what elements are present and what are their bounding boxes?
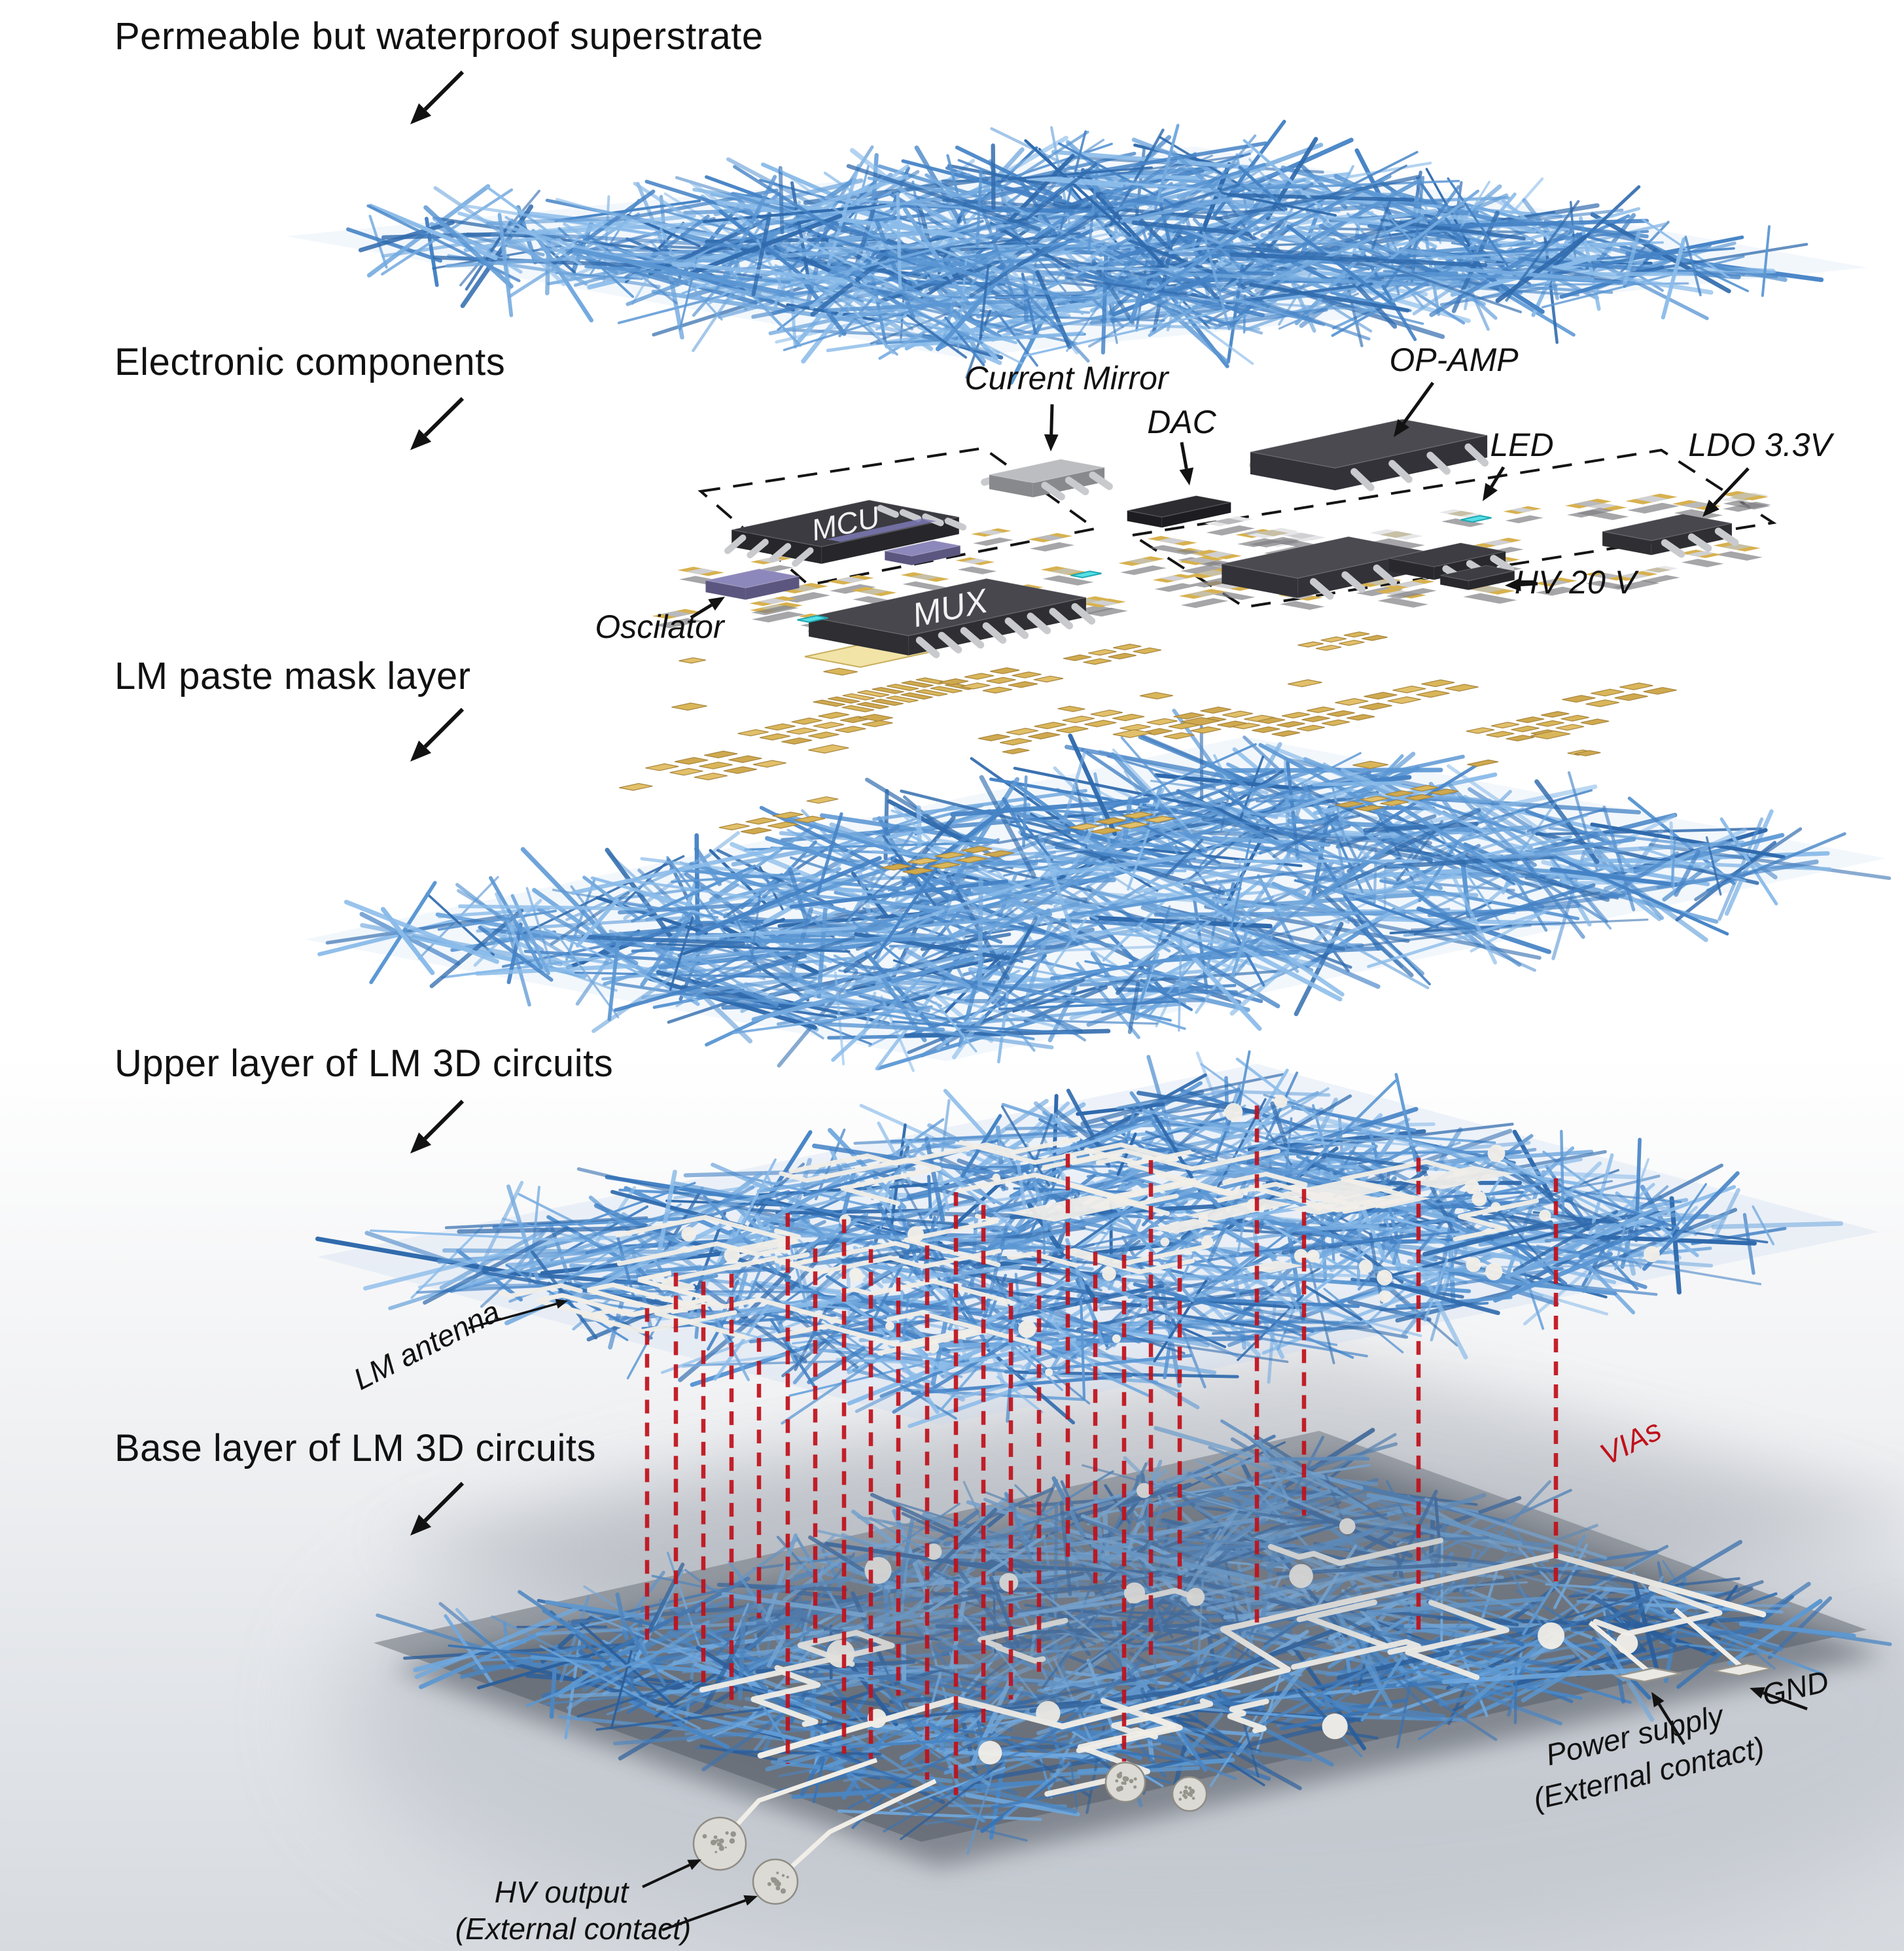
label-hv-20v: HV 20 V	[1514, 564, 1637, 601]
label-oscilator: Oscilator	[595, 608, 724, 645]
label-led: LED	[1490, 427, 1554, 463]
label-lm-paste-mask-layer: LM paste mask layer	[115, 655, 471, 697]
label-upper-lm-layer: Upper layer of LM 3D circuits	[115, 1042, 614, 1085]
label-electronic-components: Electronic components	[115, 341, 506, 383]
paste-mask-substrate-mesh	[305, 709, 1892, 1072]
label-op-amp: OP-AMP	[1389, 342, 1519, 378]
superstrate-mesh	[286, 120, 1867, 385]
label-hv-output: HV output	[494, 1875, 629, 1909]
label-hv-output-sub: (External contact)	[455, 1912, 692, 1946]
label-base-lm-layer: Base layer of LM 3D circuits	[115, 1427, 597, 1469]
label-superstrate-layer: Permeable but waterproof superstrate	[115, 15, 764, 58]
vias-dashed-lines	[644, 1105, 1559, 1795]
label-dac: DAC	[1147, 404, 1216, 440]
label-ldo: LDO 3.3V	[1688, 427, 1832, 463]
label-current-mirror: Current Mirror	[964, 360, 1169, 396]
annotation-arrows	[410, 70, 1808, 1931]
electronic-components-group	[652, 418, 1771, 658]
upper-lm-circuit-layer	[315, 1050, 1879, 1428]
